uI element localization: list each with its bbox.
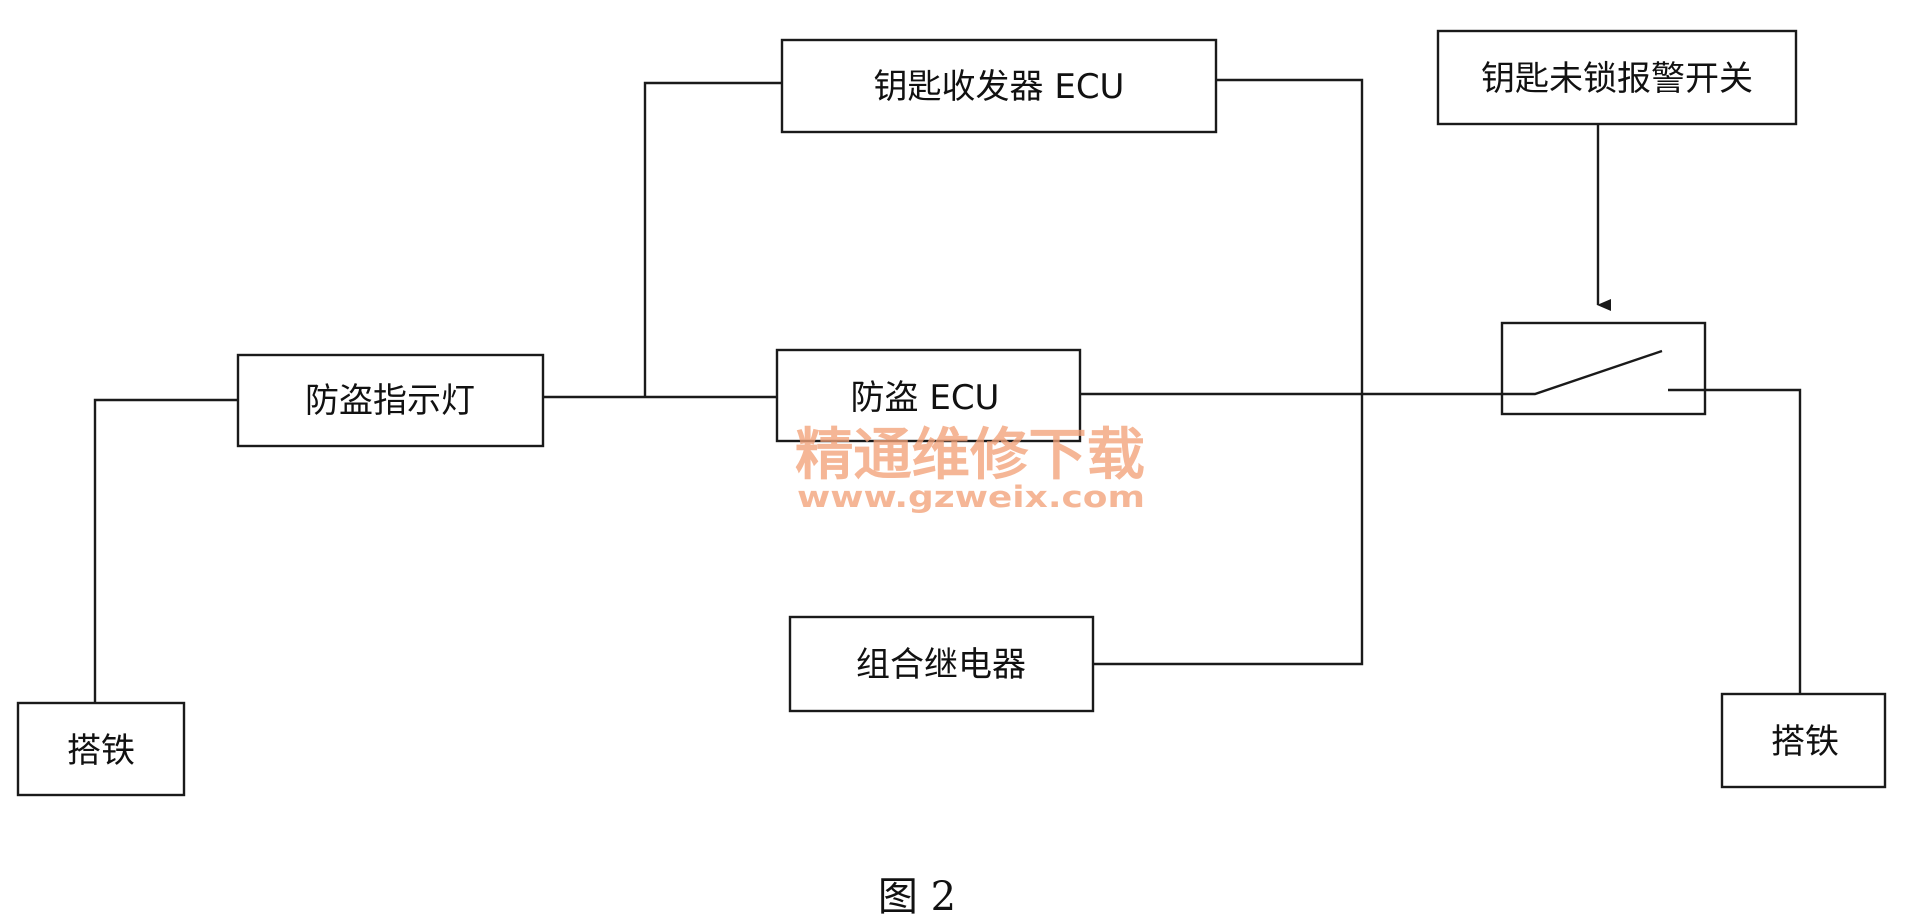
wire-ground-left-to-indicator [93, 398, 238, 703]
ground-right-label: 搭铁 [1771, 722, 1839, 762]
key-unlock-warning-switch-box: 钥匙未锁报警开关 [1436, 29, 1798, 126]
combination-relay-box: 组合继电器 [788, 615, 1095, 713]
key-transceiver-ecu-label: 钥匙收发器 ECU [874, 67, 1125, 107]
ground-right-box: 搭铁 [1720, 692, 1887, 789]
antitheft-indicator-box: 防盗指示灯 [236, 353, 545, 448]
ground-left-box: 搭铁 [16, 701, 186, 797]
antitheft-ecu-box: 防盗 ECU [775, 348, 1082, 443]
switch-symbol [1500, 321, 1707, 416]
key-unlock-warning-switch-label: 钥匙未锁报警开关 [1481, 59, 1753, 99]
wire-junction-to-transceiver [643, 81, 782, 397]
wire-transceiver-to-relay [1093, 78, 1364, 666]
watermark: 精通维修下载 www.gzweix.com [795, 423, 1145, 514]
figure-caption: 图 2 [878, 874, 956, 920]
antitheft-ecu-label: 防盗 ECU [851, 378, 1000, 418]
key-transceiver-ecu-box: 钥匙收发器 ECU [780, 38, 1218, 134]
wire-switch-to-ground-right [1665, 388, 1802, 694]
antitheft-indicator-label: 防盗指示灯 [305, 381, 475, 421]
watermark-text: 精通维修下载 [795, 423, 1145, 488]
watermark-url: www.gzweix.com [797, 480, 1145, 514]
combination-relay-label: 组合继电器 [856, 645, 1026, 685]
switch-contact-lever [1502, 349, 1663, 396]
wires [93, 78, 1802, 703]
ground-left-label: 搭铁 [67, 731, 135, 771]
